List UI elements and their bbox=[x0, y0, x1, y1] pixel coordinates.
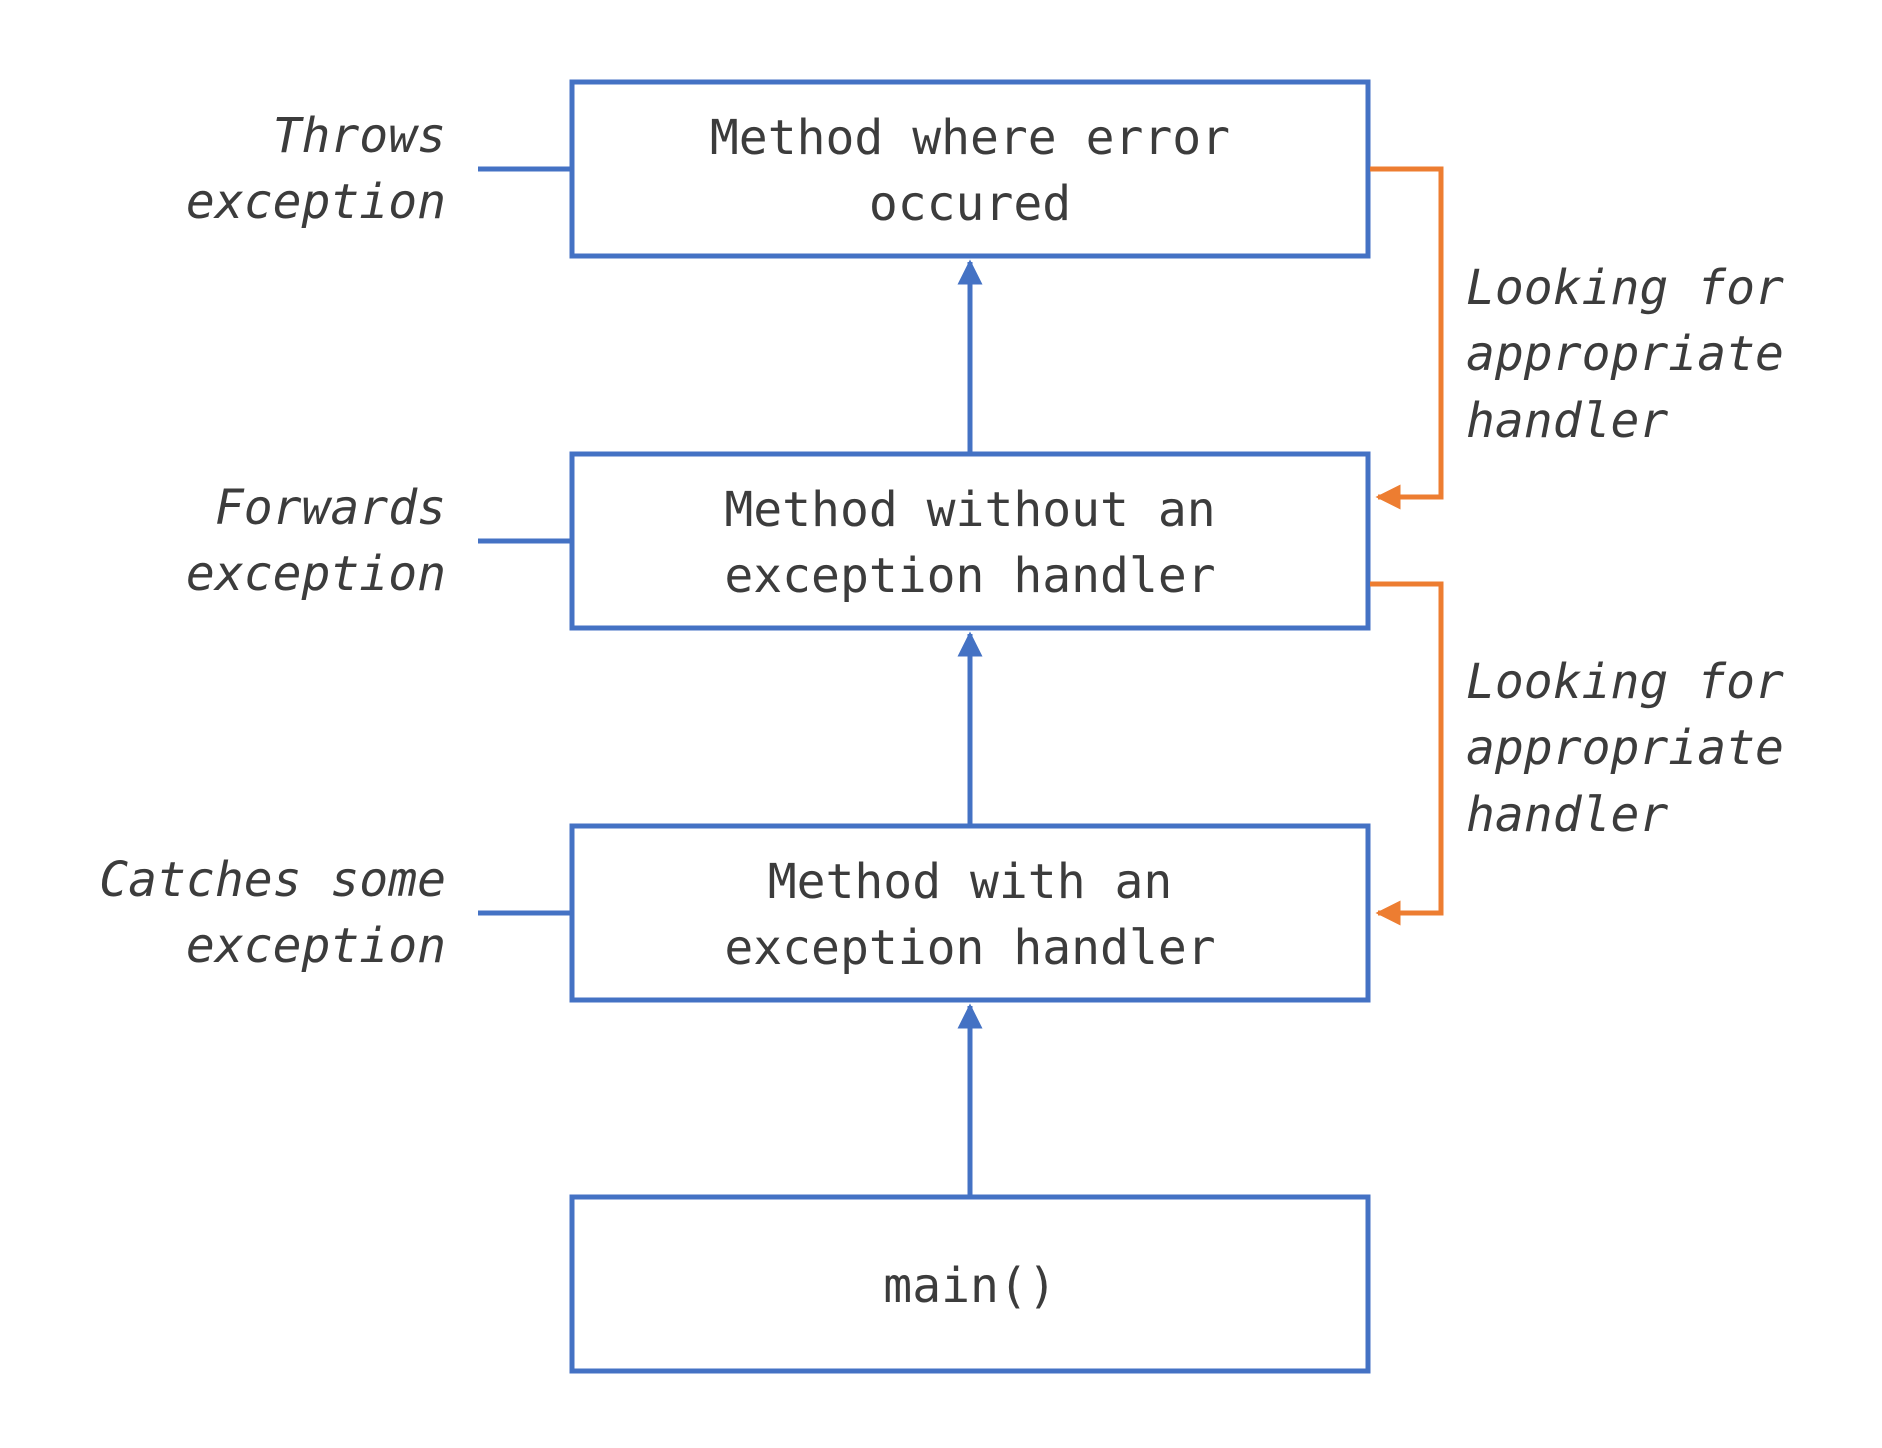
left-label-throws-line-1: Throws bbox=[273, 108, 446, 164]
box-with-handler: Method with an exception handler bbox=[569, 823, 1371, 1003]
box-main-line-1: main() bbox=[883, 1258, 1056, 1314]
handler-search-arrow-1 bbox=[1370, 166, 1444, 510]
left-label-catches-line-2: exception bbox=[186, 918, 446, 974]
box-without-handler: Method without an exception handler bbox=[569, 451, 1371, 631]
box-forward-line-2: exception handler bbox=[724, 548, 1215, 604]
handler-search-arrow-2 bbox=[1370, 581, 1444, 926]
right-label-2-line-2: appropriate bbox=[1466, 720, 1784, 776]
box-handler-line-2: exception handler bbox=[724, 920, 1215, 976]
left-label-forwards-line-2: exception bbox=[186, 546, 446, 602]
left-label-catches-line-1: Catches some bbox=[99, 852, 446, 908]
box-error-occurred: Method where error occured bbox=[569, 79, 1371, 259]
box-main: main() bbox=[569, 1194, 1371, 1374]
right-label-1-line-3: handler bbox=[1466, 393, 1668, 449]
left-label-throws-line-2: exception bbox=[186, 174, 446, 230]
box-forward-line-1: Method without an bbox=[724, 482, 1215, 538]
box-error-line-1: Method where error bbox=[710, 110, 1230, 166]
right-label-1-line-2: appropriate bbox=[1466, 326, 1784, 382]
right-label-2-line-3: handler bbox=[1466, 787, 1668, 843]
left-label-forwards-line-1: Forwards bbox=[215, 480, 446, 536]
left-label-catches: Catches some exception bbox=[99, 852, 446, 974]
box-handler-line-1: Method with an bbox=[768, 854, 1173, 910]
right-label-1-line-1: Looking for bbox=[1466, 260, 1784, 316]
right-label-search-1: Looking for appropriate handler bbox=[1466, 260, 1784, 449]
right-label-search-2: Looking for appropriate handler bbox=[1466, 654, 1784, 843]
left-label-throws: Throws exception bbox=[186, 108, 446, 230]
left-label-forwards: Forwards exception bbox=[186, 480, 446, 602]
box-error-line-2: occured bbox=[869, 176, 1071, 232]
right-label-2-line-1: Looking for bbox=[1466, 654, 1784, 710]
